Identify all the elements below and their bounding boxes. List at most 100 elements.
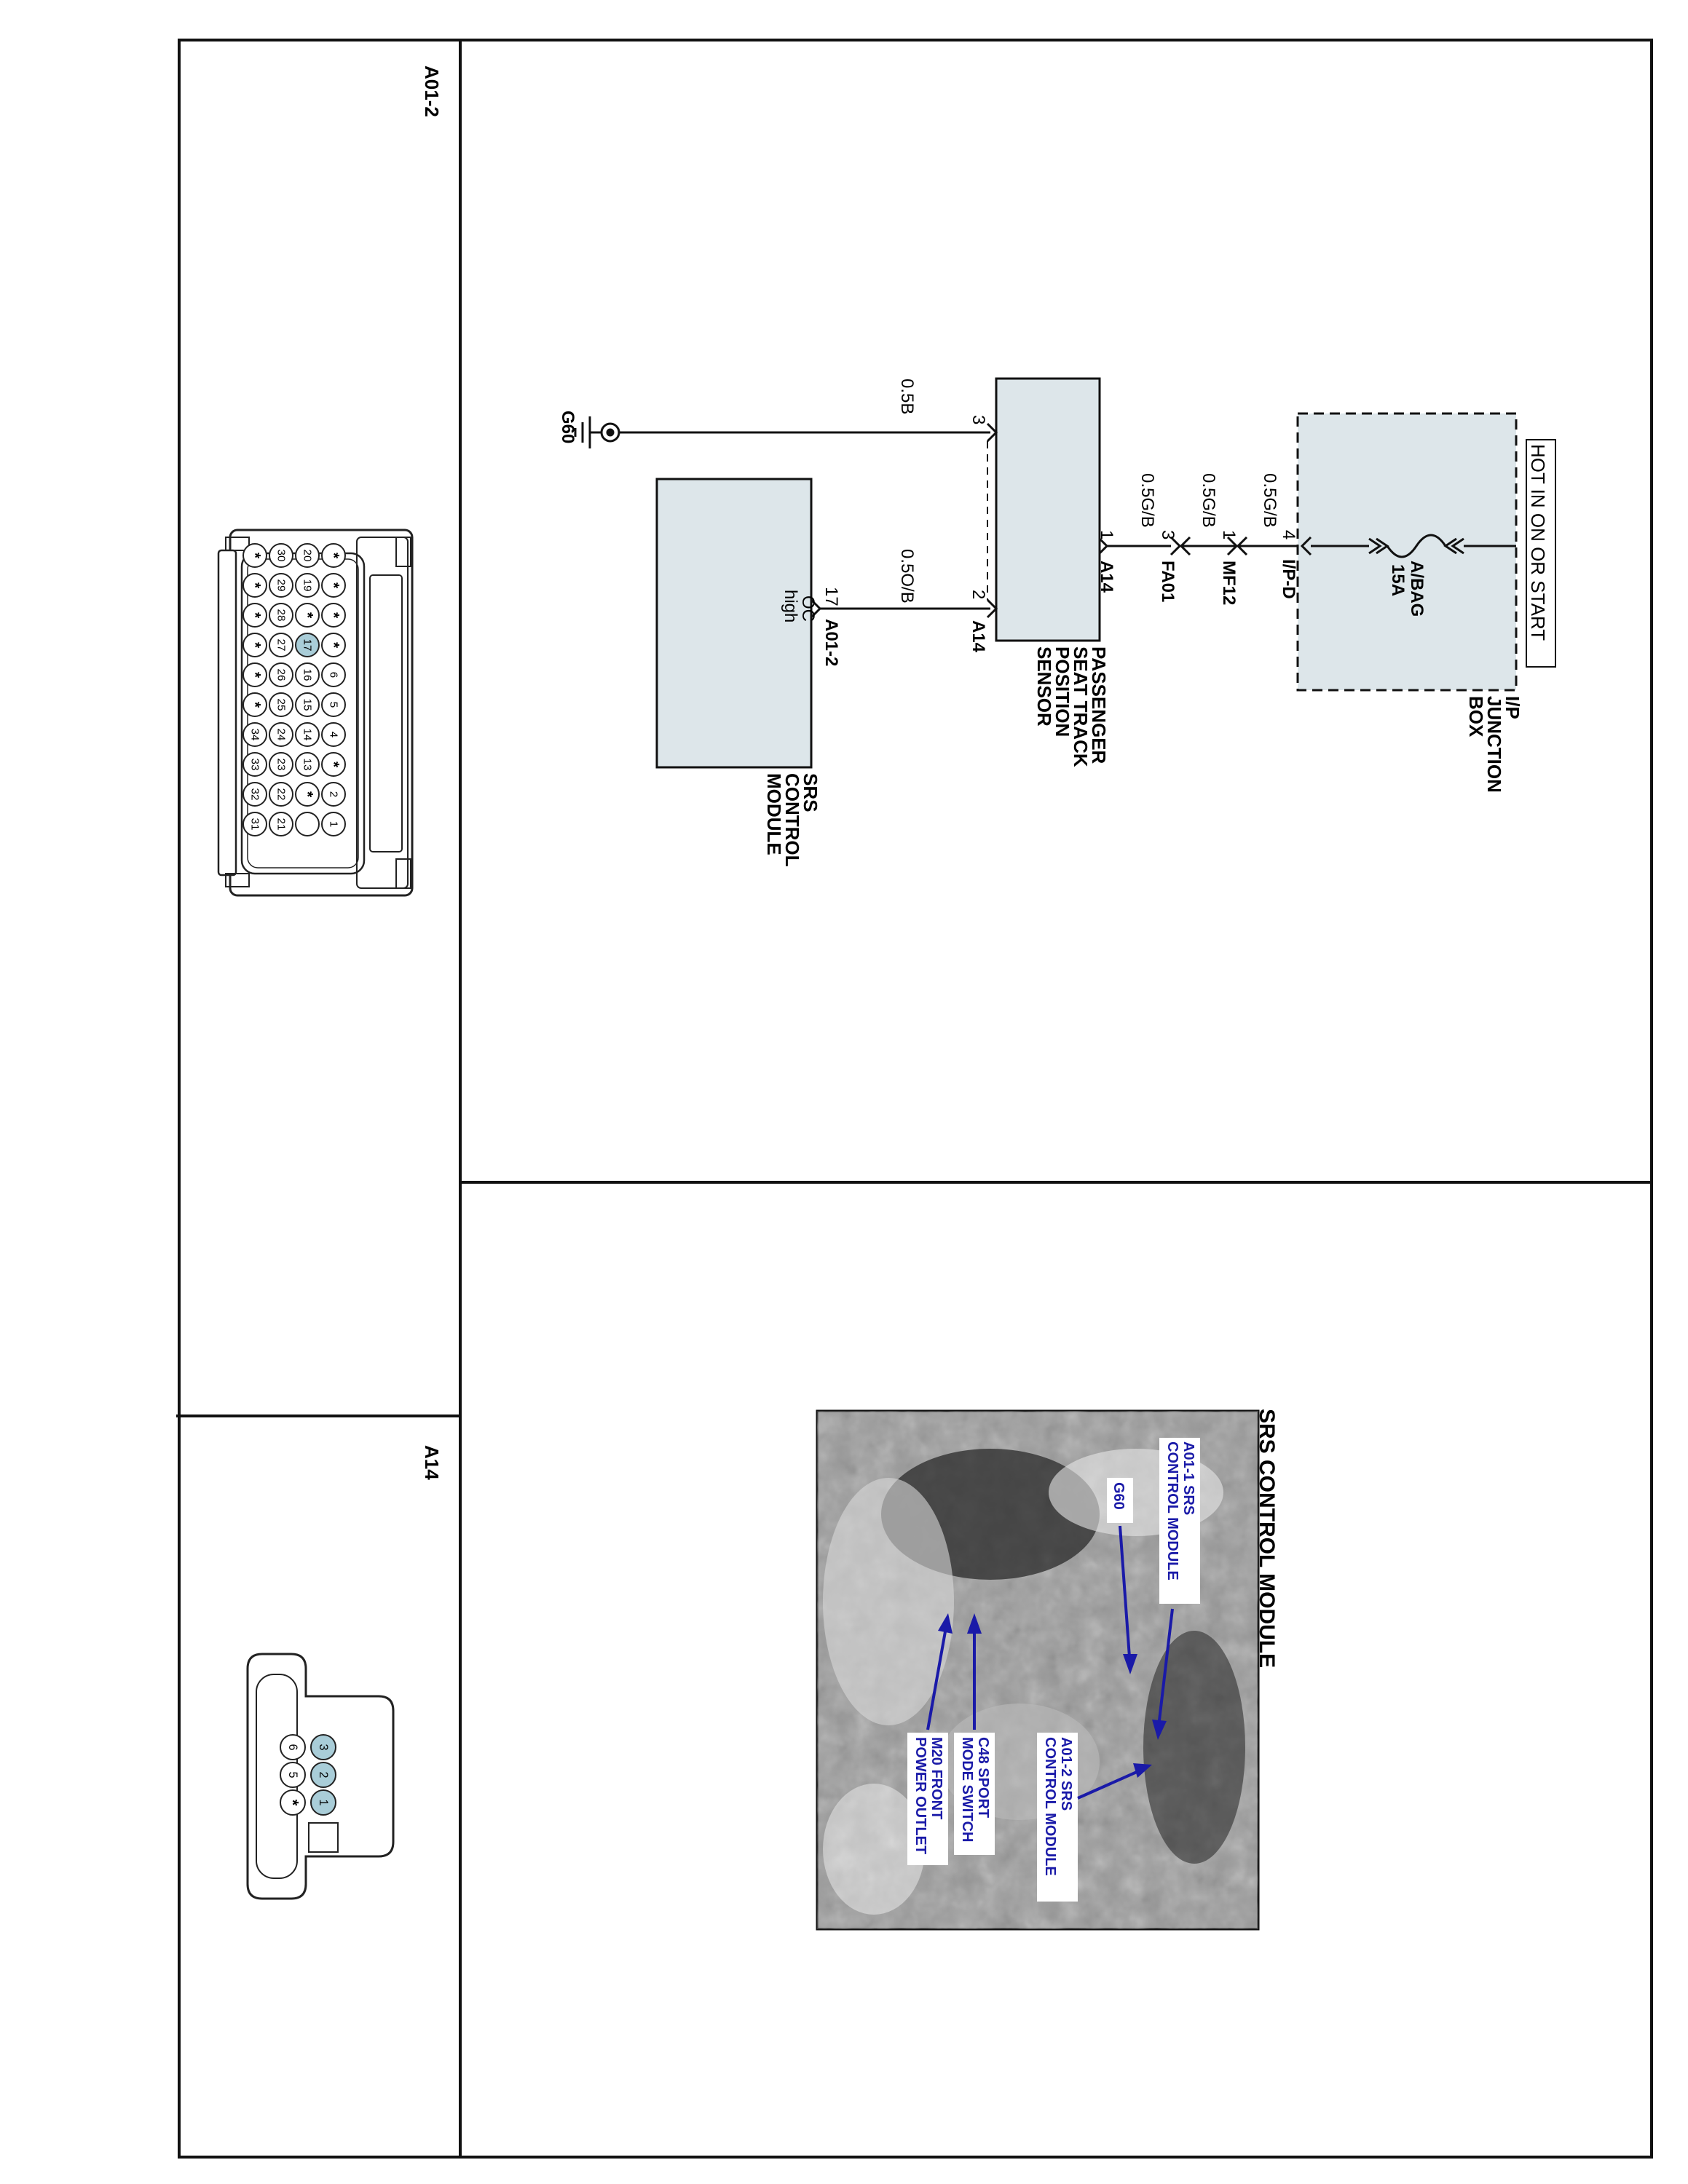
a14-pin-circle xyxy=(280,1762,306,1788)
a012-pin-circle xyxy=(269,752,293,777)
a14-pin-label: 2 xyxy=(317,1772,330,1779)
a012-pin-circle xyxy=(242,573,267,598)
a012-pin-label: 20 xyxy=(301,550,314,562)
a012-pin-circle xyxy=(321,573,346,598)
callout-c48-line2: MODE SWITCH xyxy=(959,1737,975,1842)
a012-pin-circle xyxy=(242,633,267,657)
a012-pin-label: * xyxy=(326,553,342,559)
a012-pin-circle xyxy=(242,543,267,568)
module-label-3: MODULE xyxy=(763,773,785,855)
a012-pin-circle xyxy=(269,722,293,747)
a012-pin-circle xyxy=(295,662,320,687)
a012-pin-label: 27 xyxy=(275,639,288,652)
a012-pin-label: * xyxy=(247,553,264,559)
junction-box-label-3: BOX xyxy=(1465,696,1487,737)
a012-pin-circle xyxy=(269,633,293,657)
wire-3-label: 0.5G/B xyxy=(1137,473,1157,528)
connector-a14-pins: 123*56 xyxy=(280,1734,336,1816)
a14-pin-3: 3 xyxy=(969,415,988,424)
connector-a012-title: A01-2 xyxy=(421,66,443,117)
a012-pin-label: 22 xyxy=(275,788,288,801)
junction-box-label-2: JUNCTION xyxy=(1483,696,1505,793)
a012-pin-label: 6 xyxy=(328,672,340,678)
a14-pin-circle xyxy=(280,1789,306,1816)
a012-pin-label: * xyxy=(299,612,316,619)
a012-pin-circle xyxy=(295,633,320,657)
a012-pin-label: 33 xyxy=(249,759,261,771)
a012-pin-circle xyxy=(295,603,320,628)
a012-pin-circle xyxy=(269,692,293,717)
fuse-name: A/BAG xyxy=(1407,561,1427,617)
callout-m20-line1: M20 FRONT xyxy=(928,1737,944,1819)
a012-pin-circle xyxy=(321,603,346,628)
a012-pin-label: * xyxy=(326,642,342,649)
a012-pin-label: 32 xyxy=(249,788,261,801)
a012-pin-circle xyxy=(242,662,267,687)
sensor-label-3: POSITION xyxy=(1052,646,1073,737)
callout-a012-line1: A01-2 SRS xyxy=(1058,1737,1074,1811)
a012-pin-circle xyxy=(295,722,320,747)
ipd-name: I/P-D xyxy=(1279,559,1298,599)
module-inner-high: high xyxy=(781,590,800,622)
a14-pin-label: 3 xyxy=(317,1744,330,1751)
fa01-name: FA01 xyxy=(1158,561,1178,602)
fa01-pin: 3 xyxy=(1158,530,1178,539)
a012-pin-circle xyxy=(269,662,293,687)
a012-pin-circle xyxy=(242,752,267,777)
a012-pin-label: 28 xyxy=(275,609,288,622)
mf12-pin: 1 xyxy=(1219,530,1239,539)
page-frame xyxy=(176,39,1653,2159)
a012-pin-label: 23 xyxy=(275,759,288,771)
a012-pin-label: 16 xyxy=(301,669,314,681)
a012-pin-circle xyxy=(242,782,267,807)
a012-pin-circle xyxy=(242,722,267,747)
a14-pin-label: 6 xyxy=(286,1744,299,1751)
a012-pin-label: * xyxy=(247,702,264,708)
a012-pin-label: * xyxy=(326,582,342,589)
module-pin-17: 17 xyxy=(821,587,841,606)
wire-5-label: 0.5B xyxy=(897,379,917,414)
a012-pin-circle xyxy=(321,752,346,777)
a012-pin-circle xyxy=(321,662,346,687)
a012-pin-label: 13 xyxy=(301,759,314,771)
a012-pin-label: * xyxy=(247,582,264,589)
a012-pin-label: 24 xyxy=(275,729,288,741)
a012-pin-label: * xyxy=(326,612,342,619)
callout-a011-line1: A01-1 SRS xyxy=(1180,1441,1196,1515)
a012-pin-circle xyxy=(321,722,346,747)
a14-pin-circle xyxy=(310,1789,336,1816)
a14-name-2: A14 xyxy=(969,620,988,653)
a012-pin-circle xyxy=(321,633,346,657)
a012-pin-circle xyxy=(269,812,293,836)
module-label-1: SRS xyxy=(800,773,821,812)
module-inner-oc: OC xyxy=(798,596,818,622)
callout-m20-line2: POWER OUTLET xyxy=(912,1737,928,1854)
a012-pin-circle xyxy=(295,812,320,836)
a14-pin-2: 2 xyxy=(969,590,988,599)
callout-a012-line2: CONTROL MODULE xyxy=(1042,1737,1058,1876)
a012-pin-circle xyxy=(321,812,346,836)
a012-pin-label: 2 xyxy=(328,791,340,797)
a012-pin-circle xyxy=(269,603,293,628)
fuse-rating: 15A xyxy=(1388,564,1408,596)
callout-a011-line2: CONTROL MODULE xyxy=(1164,1441,1180,1580)
a012-pin-circle xyxy=(321,692,346,717)
a012-pin-circle xyxy=(269,543,293,568)
a14-pin-label: 1 xyxy=(317,1800,330,1806)
a14-pin-1: 1 xyxy=(1097,530,1116,539)
a012-pin-label: 4 xyxy=(328,732,340,737)
a012-pin-label: * xyxy=(247,672,264,678)
a012-pin-label: 5 xyxy=(328,702,340,708)
a012-pin-circle xyxy=(269,782,293,807)
a012-pin-label: 26 xyxy=(275,669,288,681)
a012-pin-label: 29 xyxy=(275,579,288,592)
a012-pin-circle xyxy=(269,573,293,598)
wire-1-label: 0.5G/B xyxy=(1260,473,1279,528)
sensor-label-2: SEAT TRACK xyxy=(1070,646,1092,767)
a14-pin-circle xyxy=(280,1734,306,1760)
callout-c48-line1: C48 SPORT xyxy=(975,1737,991,1818)
a012-pin-label: 25 xyxy=(275,699,288,711)
module-connector-name: A01-2 xyxy=(821,619,841,666)
a012-pin-label: * xyxy=(247,612,264,619)
